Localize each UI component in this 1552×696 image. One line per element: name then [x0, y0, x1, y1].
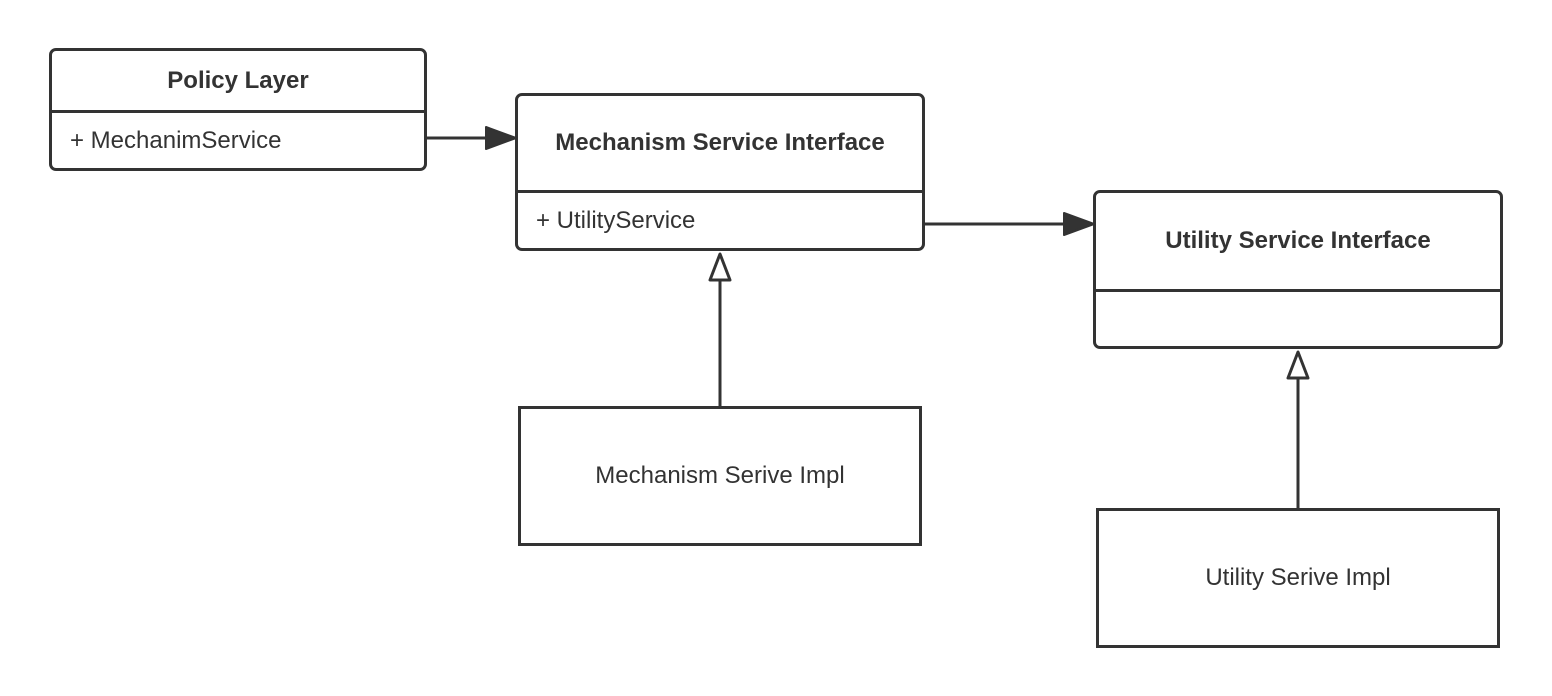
mechanism-service-interface-attribute: + UtilityService [536, 206, 696, 234]
realization-arrowhead-mechanism-impl [708, 252, 732, 282]
mechanism-serive-impl-box[interactable]: Mechanism Serive Impl [518, 406, 922, 546]
realization-arrowhead-utility-impl [1286, 350, 1310, 380]
mechanism-service-interface-title: Mechanism Service Interface [518, 96, 922, 193]
association-arrowhead-mechanism-to-utility [1063, 212, 1095, 236]
utility-service-interface-title: Utility Service Interface [1096, 193, 1500, 292]
mechanism-service-interface-class[interactable]: Mechanism Service Interface + UtilitySer… [515, 93, 925, 251]
policy-layer-attribute: + MechanimService [70, 126, 282, 154]
policy-layer-title: Policy Layer [52, 51, 424, 113]
utility-serive-impl-box[interactable]: Utility Serive Impl [1096, 508, 1500, 648]
utility-service-interface-class[interactable]: Utility Service Interface [1093, 190, 1503, 349]
association-arrowhead-policy-to-mechanism [485, 126, 517, 150]
policy-layer-class[interactable]: Policy Layer + MechanimService [49, 48, 427, 171]
utility-service-interface-attribute [1096, 292, 1500, 346]
mechanism-serive-impl-label: Mechanism Serive Impl [595, 462, 845, 489]
utility-serive-impl-label: Utility Serive Impl [1205, 564, 1391, 591]
